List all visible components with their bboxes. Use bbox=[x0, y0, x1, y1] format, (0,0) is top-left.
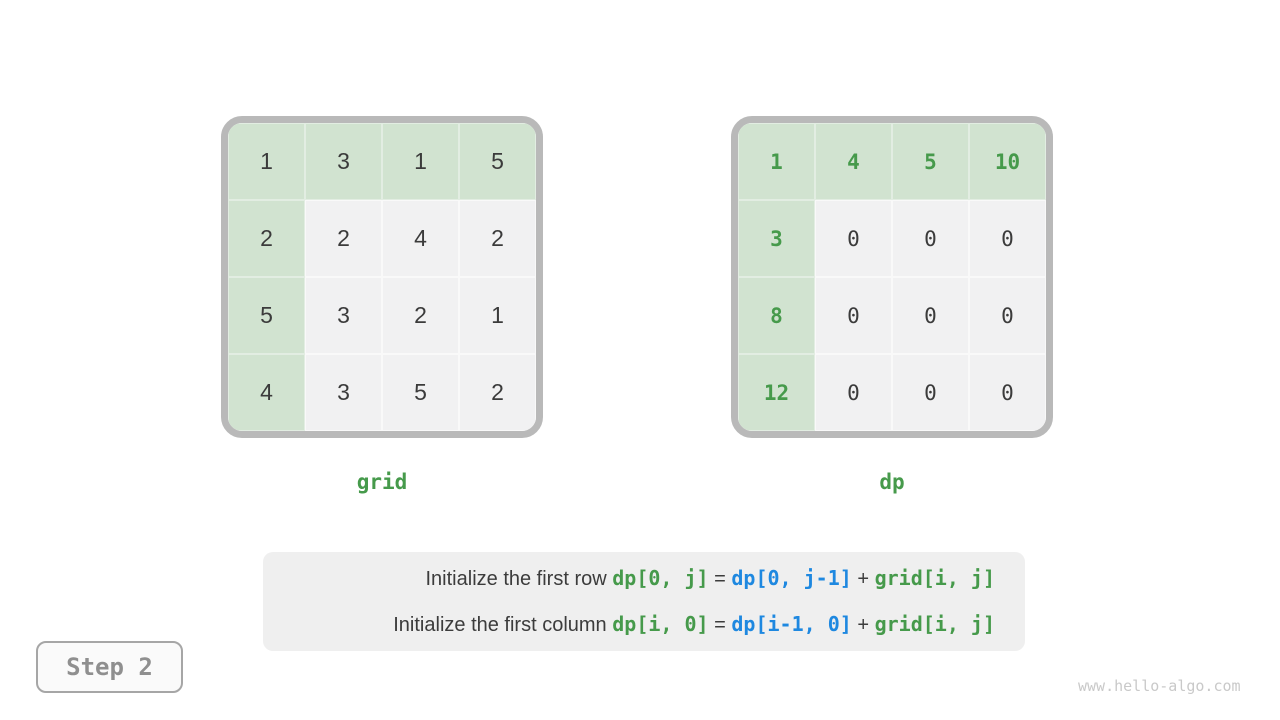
step-badge: Step 2 bbox=[36, 641, 183, 693]
caption-segment-green: grid[i, j] bbox=[874, 612, 995, 636]
grid-cell-r1c1: 2 bbox=[305, 200, 382, 277]
dp-cell-r1c1: 0 bbox=[815, 200, 892, 277]
caption-segment-blue: dp[i-1, 0] bbox=[731, 612, 852, 636]
caption-segment-plain: Initialize the first column bbox=[393, 614, 613, 636]
caption-segment-plain: Initialize the first row bbox=[425, 568, 613, 590]
caption-box: Initialize the first row dp[0, j] = dp[0… bbox=[263, 552, 1025, 651]
dp-cell-r2c1: 0 bbox=[815, 277, 892, 354]
caption-segment-plain: = bbox=[708, 614, 732, 636]
dp-matrix-label: dp bbox=[879, 470, 905, 494]
caption-segment-green: dp[0, j] bbox=[612, 566, 709, 590]
dp-cell-r0c2: 5 bbox=[892, 123, 969, 200]
caption-segment-plain: + bbox=[851, 568, 875, 590]
dp-cell-r1c3: 0 bbox=[969, 200, 1046, 277]
dp-cell-r2c2: 0 bbox=[892, 277, 969, 354]
step-badge-label: Step 2 bbox=[66, 653, 153, 681]
dp-cell-r1c2: 0 bbox=[892, 200, 969, 277]
caption-segment-green: dp[i, 0] bbox=[612, 612, 709, 636]
dp-cell-r2c3: 0 bbox=[969, 277, 1046, 354]
dp-cell-r2c0: 8 bbox=[738, 277, 815, 354]
caption-line-first-row: Initialize the first row dp[0, j] = dp[0… bbox=[426, 564, 996, 593]
dp-cell-r0c1: 4 bbox=[815, 123, 892, 200]
grid-cell-r3c3: 2 bbox=[459, 354, 536, 431]
grid-cell-r2c0: 5 bbox=[228, 277, 305, 354]
caption-segment-blue: dp[0, j-1] bbox=[731, 566, 852, 590]
grid-cell-r1c0: 2 bbox=[228, 200, 305, 277]
grid-matrix-label: grid bbox=[356, 470, 408, 494]
dp-cell-r3c3: 0 bbox=[969, 354, 1046, 431]
grid-cell-r0c1: 3 bbox=[305, 123, 382, 200]
dp-cell-r3c1: 0 bbox=[815, 354, 892, 431]
grid-cell-r2c3: 1 bbox=[459, 277, 536, 354]
watermark: www.hello-algo.com bbox=[1078, 677, 1241, 695]
dp-cell-r0c0: 1 bbox=[738, 123, 815, 200]
grid-cell-r0c0: 1 bbox=[228, 123, 305, 200]
grid-cell-r0c3: 5 bbox=[459, 123, 536, 200]
grid-cell-r1c3: 2 bbox=[459, 200, 536, 277]
grid-cell-r1c2: 4 bbox=[382, 200, 459, 277]
dp-cell-r0c3: 10 bbox=[969, 123, 1046, 200]
caption-segment-plain: + bbox=[851, 614, 875, 636]
dp-cell-r1c0: 3 bbox=[738, 200, 815, 277]
grid-cell-r2c2: 2 bbox=[382, 277, 459, 354]
caption-segment-green: grid[i, j] bbox=[874, 566, 995, 590]
caption-segment-plain: = bbox=[708, 568, 732, 590]
grid-cell-r3c1: 3 bbox=[305, 354, 382, 431]
grid-cell-r3c2: 5 bbox=[382, 354, 459, 431]
grid-cell-r3c0: 4 bbox=[228, 354, 305, 431]
grid-cell-r0c2: 1 bbox=[382, 123, 459, 200]
dp-cell-r3c2: 0 bbox=[892, 354, 969, 431]
grid-cell-r2c1: 3 bbox=[305, 277, 382, 354]
dp-cell-r3c0: 12 bbox=[738, 354, 815, 431]
caption-line-first-column: Initialize the first column dp[i, 0] = d… bbox=[393, 610, 995, 639]
